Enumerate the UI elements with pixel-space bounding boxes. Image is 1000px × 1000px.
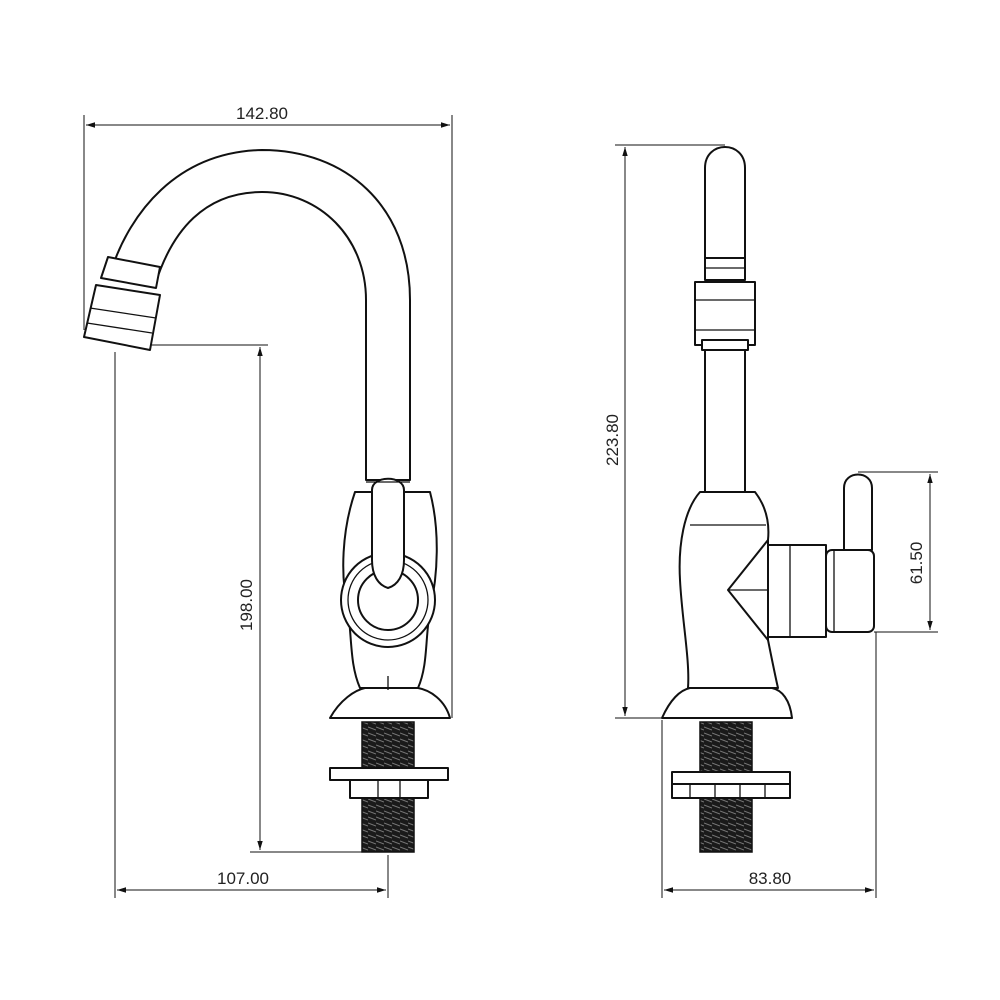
front-nut (349, 779, 429, 799)
side-view (661, 146, 875, 853)
front-spout (111, 149, 411, 481)
dim-total-height: 223.80 (603, 414, 622, 466)
side-dimensions: 223.80 61.50 83.80 (603, 144, 938, 898)
side-aerator (694, 281, 756, 346)
side-cylinder (767, 544, 827, 638)
dim-base-offset: 107.00 (217, 869, 269, 888)
dim-side-depth: 83.80 (749, 869, 792, 888)
side-spout-ring (704, 257, 746, 281)
side-lever (843, 473, 873, 551)
dim-spout-reach: 142.80 (236, 104, 288, 123)
side-base-flange (661, 687, 793, 719)
front-lever (371, 477, 405, 589)
front-aerator-ring-upper (100, 256, 161, 289)
front-dimensions: 142.80 198.00 107.00 (83, 104, 453, 898)
side-handle-knob (825, 549, 875, 633)
side-washer (671, 771, 791, 785)
side-pipe (704, 349, 746, 493)
front-base-flange (329, 687, 451, 719)
front-aerator (83, 284, 161, 351)
side-nut (671, 783, 791, 799)
side-spout (704, 146, 746, 259)
dim-spout-height: 198.00 (237, 579, 256, 631)
front-washer (329, 767, 449, 781)
front-view (83, 149, 451, 853)
dim-handle-height: 61.50 (907, 542, 926, 585)
